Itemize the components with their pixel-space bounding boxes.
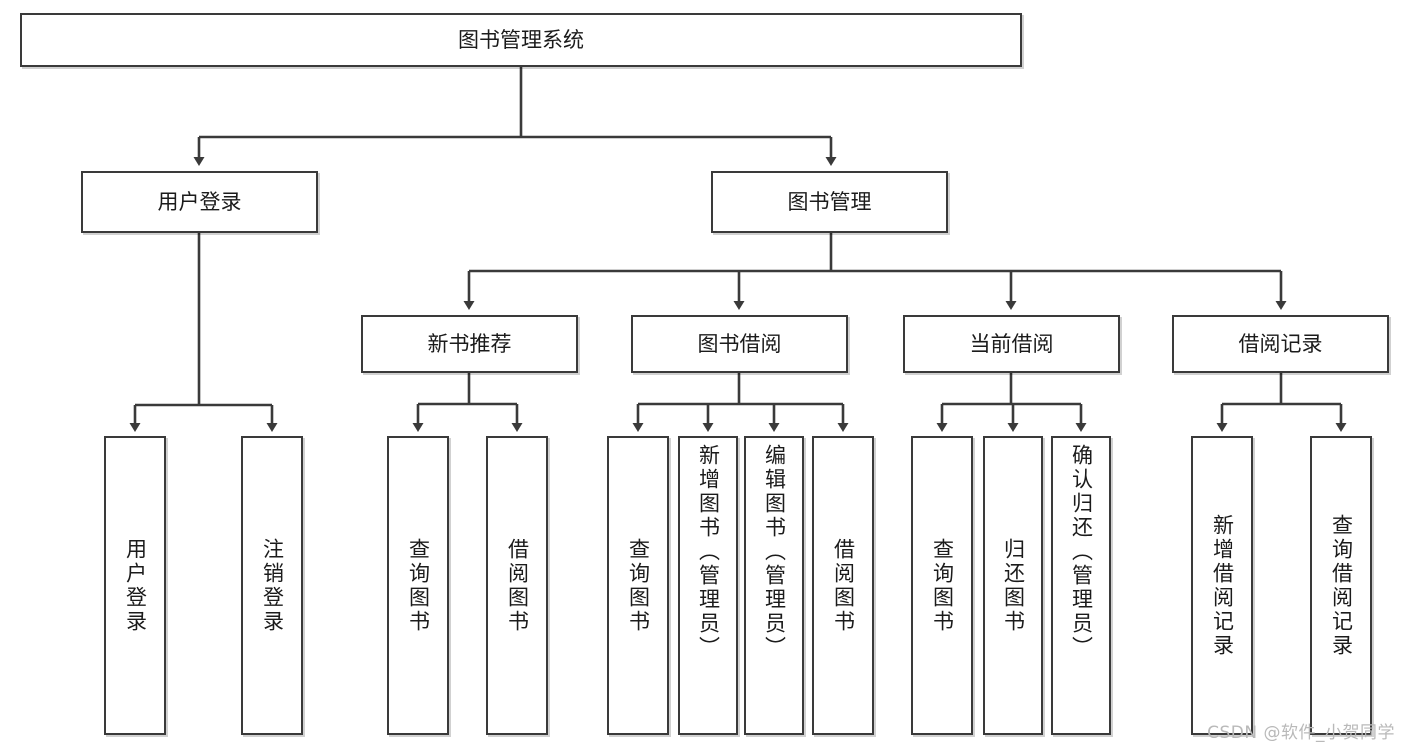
node-leaf-confirm-return[interactable]: 确认归还（管理员） [1051, 436, 1111, 735]
node-leaf-query-borrow-record-label: 查询借阅记录 [1329, 513, 1354, 658]
node-leaf-logout[interactable]: 注销登录 [241, 436, 303, 735]
node-leaf-query-book-recommend[interactable]: 查询图书 [387, 436, 449, 735]
node-leaf-add-borrow-record[interactable]: 新增借阅记录 [1191, 436, 1253, 735]
node-leaf-borrow-book-label: 借阅图书 [831, 537, 856, 634]
node-leaf-logout-label: 注销登录 [260, 537, 285, 634]
node-current-borrow[interactable]: 当前借阅 [903, 315, 1120, 373]
node-leaf-return-book[interactable]: 归还图书 [983, 436, 1043, 735]
node-leaf-edit-book[interactable]: 编辑图书（管理员） [744, 436, 804, 735]
node-leaf-query-book-current-label: 查询图书 [930, 537, 955, 634]
node-leaf-borrow-book[interactable]: 借阅图书 [812, 436, 874, 735]
node-leaf-query-book-recommend-label: 查询图书 [406, 537, 431, 634]
node-borrow-record-label: 借阅记录 [1238, 331, 1323, 356]
node-current-borrow-label: 当前借阅 [969, 331, 1054, 356]
node-new-book-recommend-label: 新书推荐 [427, 331, 512, 356]
node-user-login[interactable]: 用户登录 [81, 171, 318, 233]
node-book-borrow[interactable]: 图书借阅 [631, 315, 848, 373]
node-leaf-add-book[interactable]: 新增图书（管理员） [678, 436, 738, 735]
node-leaf-borrow-book-recommend-label: 借阅图书 [505, 537, 530, 634]
node-user-login-label: 用户登录 [157, 189, 242, 214]
node-root[interactable]: 图书管理系统 [20, 13, 1022, 67]
node-borrow-record[interactable]: 借阅记录 [1172, 315, 1389, 373]
node-book-manage-label: 图书管理 [787, 189, 872, 214]
node-book-borrow-label: 图书借阅 [697, 331, 782, 356]
node-leaf-user-login[interactable]: 用户登录 [104, 436, 166, 735]
node-leaf-user-login-label: 用户登录 [123, 537, 148, 634]
node-root-label: 图书管理系统 [458, 27, 584, 52]
node-leaf-query-borrow-record[interactable]: 查询借阅记录 [1310, 436, 1372, 735]
watermark: CSDN @软件_小贺同学 [1207, 723, 1395, 743]
node-new-book-recommend[interactable]: 新书推荐 [361, 315, 578, 373]
node-leaf-edit-book-label: 编辑图书（管理员） [762, 444, 787, 660]
node-leaf-add-book-label: 新增图书（管理员） [696, 444, 721, 660]
node-book-manage[interactable]: 图书管理 [711, 171, 948, 233]
node-leaf-query-book-borrow-label: 查询图书 [626, 537, 651, 634]
node-leaf-borrow-book-recommend[interactable]: 借阅图书 [486, 436, 548, 735]
node-leaf-add-borrow-record-label: 新增借阅记录 [1210, 513, 1235, 658]
node-leaf-return-book-label: 归还图书 [1001, 537, 1026, 634]
node-leaf-query-book-current[interactable]: 查询图书 [911, 436, 973, 735]
node-leaf-confirm-return-label: 确认归还（管理员） [1069, 444, 1094, 660]
node-leaf-query-book-borrow[interactable]: 查询图书 [607, 436, 669, 735]
